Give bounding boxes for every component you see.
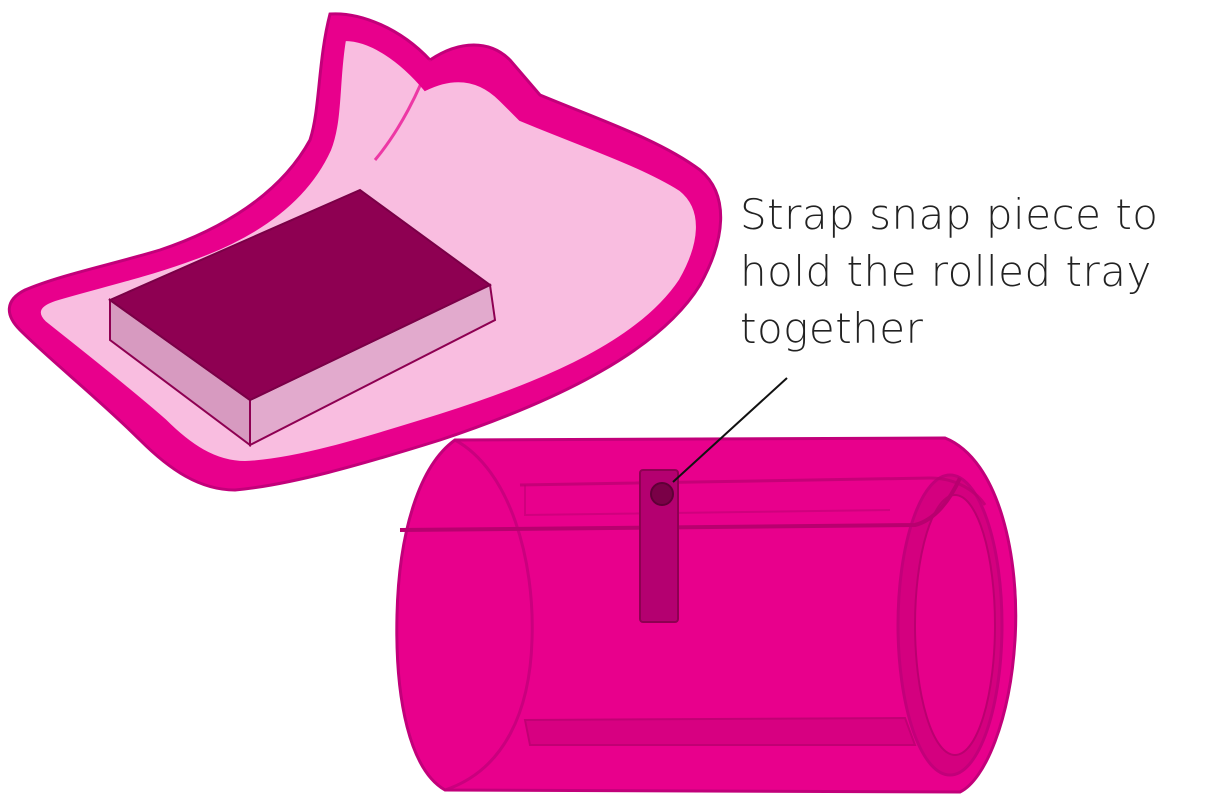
snap-dot bbox=[651, 483, 673, 505]
rolled-tray-right-inner bbox=[915, 495, 995, 755]
callout-label: Strap snap piece to hold the rolled tray… bbox=[740, 186, 1210, 357]
callout-line-1: Strap snap piece to bbox=[740, 186, 1210, 243]
rolled-tray-bottom-band bbox=[525, 718, 915, 745]
rolled-tray bbox=[397, 438, 1016, 792]
callout-line-2: hold the rolled tray bbox=[740, 243, 1210, 300]
flat-tray bbox=[9, 14, 720, 490]
callout-line-3: together bbox=[740, 300, 1210, 357]
